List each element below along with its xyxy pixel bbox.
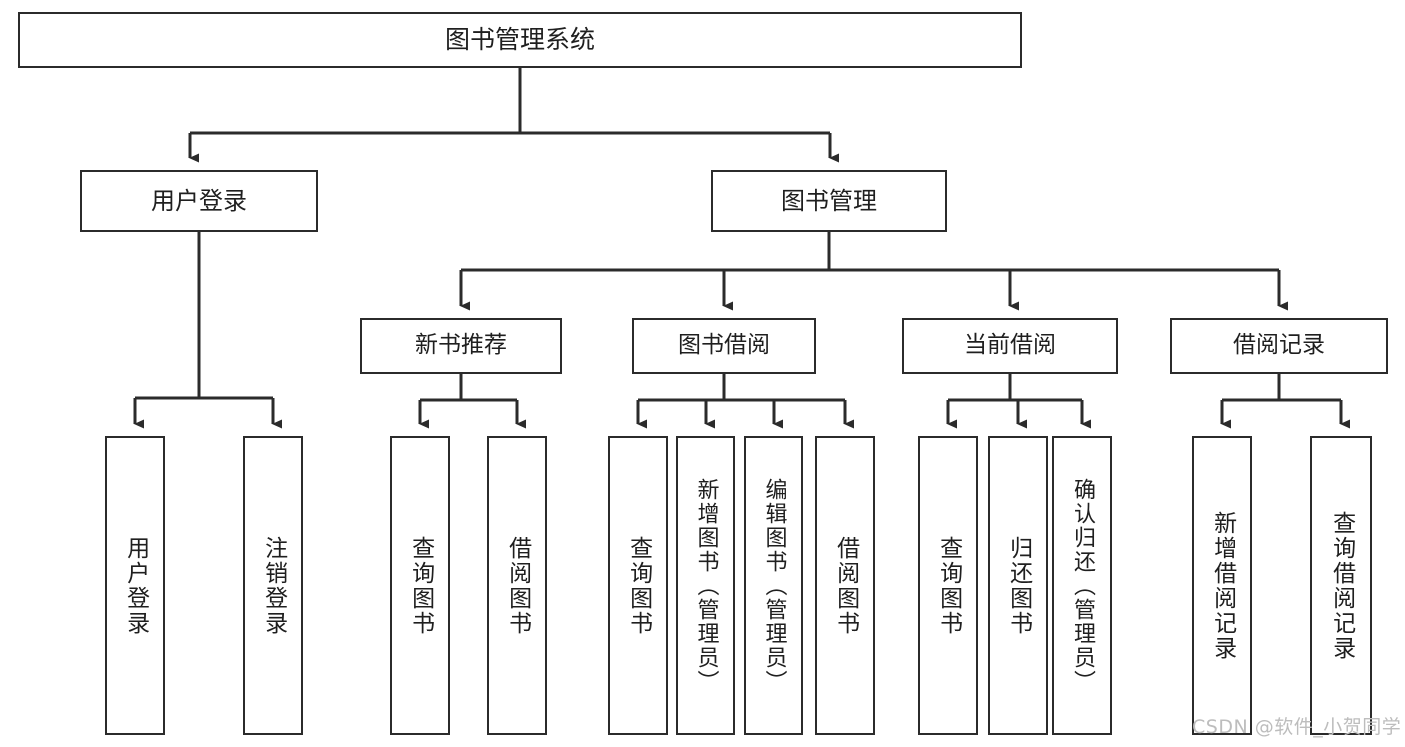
node-leaf-query-book-2[interactable]: 查询图书 [608,436,668,735]
node-leaf-borrow-book-2-label: 借阅图书 [832,535,859,636]
node-current-borrow-label: 当前借阅 [964,332,1056,359]
node-leaf-query-book-1-label: 查询图书 [407,535,434,636]
node-leaf-logout-login-label: 注销登录 [260,535,287,636]
node-leaf-add-borrow-record[interactable]: 新增借阅记录 [1192,436,1252,735]
node-leaf-user-login-label: 用户登录 [122,535,149,636]
node-leaf-return-book[interactable]: 归还图书 [988,436,1048,735]
node-book-borrow-label: 图书借阅 [678,332,770,359]
node-leaf-add-book-admin-label: 新增图书（管理员） [693,477,719,694]
node-leaf-confirm-return-admin[interactable]: 确认归还（管理员） [1052,436,1112,735]
node-leaf-query-book-2-label: 查询图书 [625,535,652,636]
node-leaf-user-login[interactable]: 用户登录 [105,436,165,735]
node-leaf-query-book-3-label: 查询图书 [935,535,962,636]
csdn-watermark: CSDN @软件_小贺同学 [1192,716,1402,738]
node-leaf-query-book-1[interactable]: 查询图书 [390,436,450,735]
node-book-manage-label: 图书管理 [781,186,877,215]
node-leaf-add-borrow-record-label: 新增借阅记录 [1209,510,1236,661]
node-leaf-query-borrow-record-label: 查询借阅记录 [1328,510,1355,661]
node-borrow-record[interactable]: 借阅记录 [1170,318,1388,374]
node-leaf-borrow-book-1[interactable]: 借阅图书 [487,436,547,735]
node-leaf-confirm-return-admin-label: 确认归还（管理员） [1069,477,1095,694]
node-leaf-add-book-admin[interactable]: 新增图书（管理员） [676,436,735,735]
node-user-login-label: 用户登录 [151,186,247,215]
node-leaf-query-borrow-record[interactable]: 查询借阅记录 [1310,436,1372,735]
node-current-borrow[interactable]: 当前借阅 [902,318,1118,374]
node-leaf-borrow-book-1-label: 借阅图书 [504,535,531,636]
node-book-borrow[interactable]: 图书借阅 [632,318,816,374]
node-book-manage[interactable]: 图书管理 [711,170,947,232]
node-leaf-edit-book-admin[interactable]: 编辑图书（管理员） [744,436,803,735]
node-root[interactable]: 图书管理系统 [18,12,1022,68]
node-leaf-logout-login[interactable]: 注销登录 [243,436,303,735]
node-borrow-record-label: 借阅记录 [1233,332,1325,359]
node-leaf-return-book-label: 归还图书 [1005,535,1032,636]
node-user-login[interactable]: 用户登录 [80,170,318,232]
node-leaf-query-book-3[interactable]: 查询图书 [918,436,978,735]
node-new-book-recommend[interactable]: 新书推荐 [360,318,562,374]
node-leaf-borrow-book-2[interactable]: 借阅图书 [815,436,875,735]
node-new-book-recommend-label: 新书推荐 [415,332,507,359]
node-leaf-edit-book-admin-label: 编辑图书（管理员） [761,477,787,694]
node-root-label: 图书管理系统 [444,25,595,55]
